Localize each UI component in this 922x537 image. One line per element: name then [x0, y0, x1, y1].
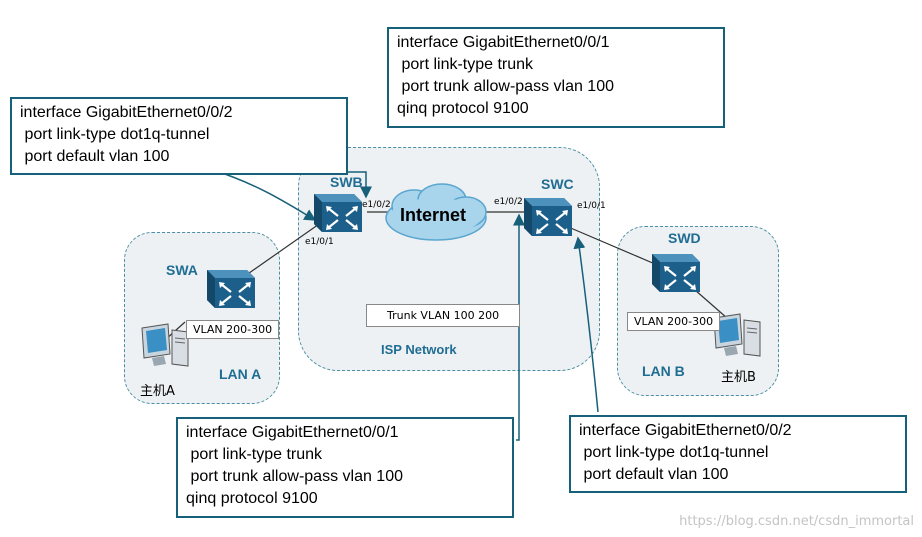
config-box-swb-g001: interface GigabitEthernet0/0/1 port link…: [387, 27, 725, 128]
config-line: port link-type trunk: [186, 446, 323, 463]
config-line: port trunk allow-pass vlan 100: [186, 468, 403, 485]
watermark: https://blog.csdn.net/csdn_immortal: [679, 514, 914, 529]
config-box-swb-g002: interface GigabitEthernet0/0/2 port link…: [10, 97, 348, 175]
swc-port-e101: e1/0/1: [577, 201, 606, 211]
swb-switch-icon: [314, 194, 362, 232]
config-line: qinq protocol 9100: [397, 100, 529, 117]
swb-port-e101: e1/0/1: [305, 237, 334, 247]
config-line: port default vlan 100: [20, 148, 170, 165]
swc-label: SWC: [541, 176, 574, 192]
host-b-label: 主机B: [721, 370, 756, 385]
swc-port-e102: e1/0/2: [494, 197, 523, 207]
host-b-pc-icon: [713, 313, 761, 357]
swd-label: SWD: [668, 230, 701, 246]
config-line: qinq protocol 9100: [186, 490, 318, 507]
internet-label: Internet: [400, 205, 467, 225]
isp-network-label: ISP Network: [381, 342, 457, 357]
lan-a-label: LAN A: [219, 366, 262, 382]
lan-b-zone: [617, 226, 779, 396]
swc-switch-icon: [524, 198, 572, 236]
swb-port-e102: e1/0/2: [362, 200, 391, 210]
host-a-pc-icon: [141, 323, 189, 367]
config-line: interface GigabitEthernet0/0/1: [397, 34, 610, 51]
trunk-vlan-box: Trunk VLAN 100 200: [366, 304, 521, 327]
config-line: port trunk allow-pass vlan 100: [397, 78, 614, 95]
config-box-swc-g001: interface GigabitEthernet0/0/1 port link…: [176, 417, 514, 518]
host-a-label: 主机A: [140, 384, 175, 399]
config-line: port link-type dot1q-tunnel: [20, 126, 210, 143]
config-line: port link-type dot1q-tunnel: [579, 444, 769, 461]
config-line: port default vlan 100: [579, 466, 729, 483]
internet-cloud-icon: [385, 183, 487, 241]
config-line: interface GigabitEthernet0/0/2: [20, 104, 233, 121]
config-box-swd-g002: interface GigabitEthernet0/0/2 port link…: [569, 415, 907, 493]
config-line: interface GigabitEthernet0/0/1: [186, 424, 399, 441]
lan-b-label: LAN B: [642, 363, 685, 379]
swb-label: SWB: [330, 174, 363, 190]
lan-a-vlan-box: VLAN 200-300: [186, 320, 280, 339]
lan-a-zone: [124, 232, 280, 404]
swa-switch-icon: [207, 270, 255, 308]
config-line: port link-type trunk: [397, 56, 534, 73]
lan-b-vlan-box: VLAN 200-300: [627, 312, 721, 331]
swd-switch-icon: [652, 254, 700, 292]
config-line: interface GigabitEthernet0/0/2: [579, 422, 792, 439]
swa-label: SWA: [166, 262, 198, 278]
